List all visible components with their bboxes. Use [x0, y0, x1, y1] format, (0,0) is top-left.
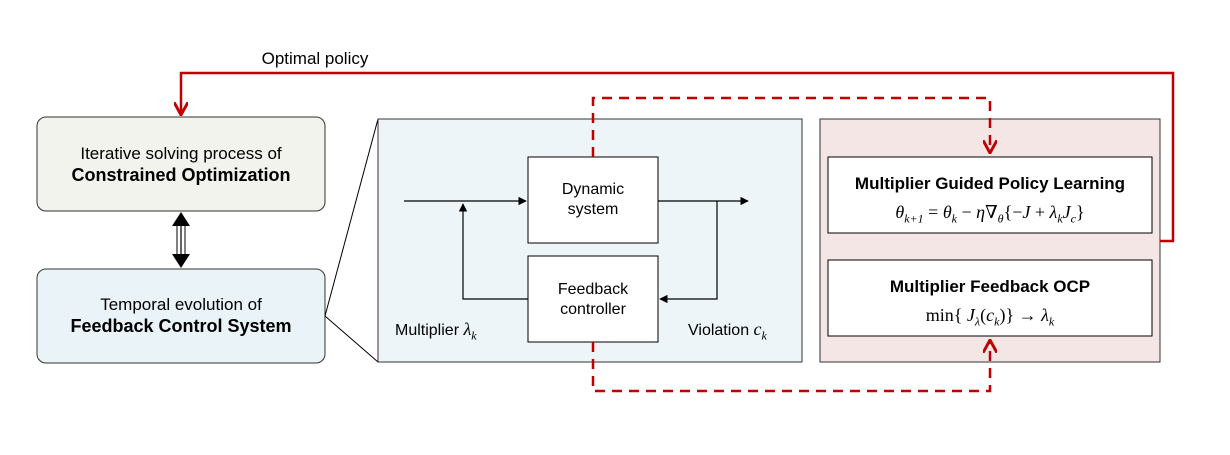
dynamic-system-box	[527, 156, 659, 244]
feedback-control-system-line1: Temporal evolution of	[100, 295, 262, 314]
constrained-optimization-label: Iterative solving process of Constrained…	[37, 143, 325, 187]
constrained-optimization-line2: Constrained Optimization	[71, 165, 291, 186]
optimal-policy-arrow	[181, 71, 1175, 243]
violation-label: Violation ck	[688, 318, 798, 344]
feedback-controller-label: Feedback controller	[528, 280, 658, 320]
feedback-ocp-title: Multiplier Feedback OCP	[889, 277, 1091, 296]
constrained-optimization-box	[36, 116, 326, 212]
policy-learning-title: Multiplier Guided Policy Learning	[854, 174, 1126, 193]
constrained-optimization-line1: Iterative solving process of	[80, 144, 282, 163]
feedback-ocp-box	[827, 259, 1153, 337]
dynamic-system-line1: Dynamic	[561, 181, 625, 198]
dynamic-system-line2: system	[567, 201, 619, 218]
feedback-control-system-label: Temporal evolution of Feedback Control S…	[37, 294, 325, 338]
controller-to-ocp-dashed-arrow	[591, 340, 990, 393]
feedback-control-system-line2: Feedback Control System	[70, 316, 292, 337]
optimal-policy-label: Optimal policy	[261, 49, 369, 68]
violation-symbol: ck	[753, 319, 767, 343]
multiplier-symbol: λk	[463, 319, 477, 343]
multiplier-label: Multiplier λk	[395, 318, 515, 344]
multiplier-text: Multiplier	[395, 322, 460, 339]
zoom-line-bottom	[324, 315, 379, 363]
policy-learning-equation: θk+1 = θk − η∇θ{−J + λkJc}	[895, 202, 1085, 226]
dynamic-to-policy-dashed-arrow	[591, 96, 990, 157]
violation-text: Violation	[688, 322, 750, 339]
dynamic-system-label: Dynamic system	[528, 180, 658, 220]
feedback-controller-line1: Feedback	[557, 281, 629, 298]
policy-learning-box	[827, 156, 1153, 234]
equivalence-arrow	[172, 212, 190, 268]
feedback-ocp-equation: min{ Jλ(ck)} → λk	[925, 305, 1055, 329]
violation-feedback-path	[659, 201, 718, 304]
multiplier-feedback-path	[458, 203, 528, 300]
feedback-controller-line2: controller	[560, 301, 626, 318]
zoom-line-top	[324, 118, 379, 317]
